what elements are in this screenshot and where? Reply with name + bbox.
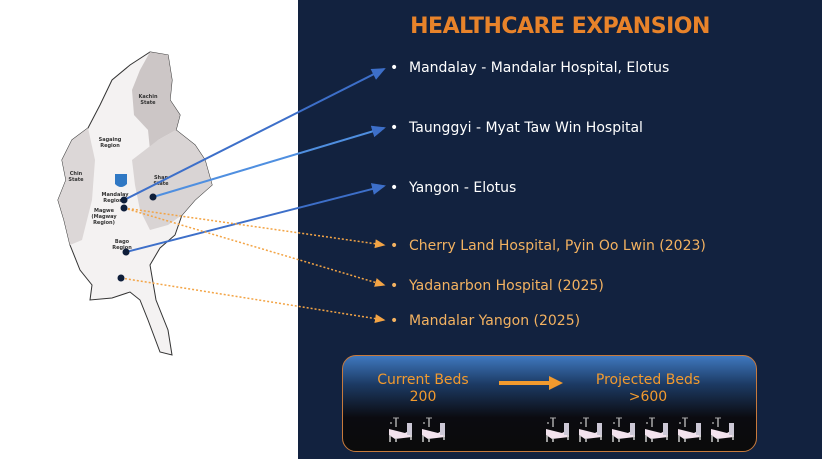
projected-bed-icons	[544, 417, 736, 443]
bullet-text: Taunggyi - Myat Taw Win Hospital	[409, 120, 643, 136]
hospital-bed-icon	[420, 417, 447, 443]
location-dot	[122, 248, 130, 256]
chin-region	[58, 128, 95, 245]
map-label-magwe-3: Region)	[93, 220, 115, 226]
arrow-mandalar-yangon	[120, 277, 386, 324]
hospital-bed-icon	[610, 417, 637, 443]
arrow-right-icon	[499, 376, 563, 390]
hospital-bed-icon	[387, 417, 414, 443]
current-bed-icons	[387, 417, 447, 443]
bullet-dot: •	[390, 238, 399, 254]
projected-beds-label: Projected Beds	[595, 372, 701, 388]
arrow-taunggyi	[152, 125, 386, 198]
company-logo	[115, 174, 127, 187]
bullet-text: Cherry Land Hospital, Pyin Oo Lwin (2023…	[409, 238, 706, 254]
location-dot	[120, 204, 128, 212]
bullet-dot: •	[390, 313, 399, 329]
map-label-mandalay-2: Region	[103, 198, 123, 204]
map-label-magwe-2: (Magway	[91, 214, 117, 220]
current-beds: Current Beds 200	[363, 372, 483, 406]
map-label-mandalay: Mandalay	[101, 192, 129, 198]
map-label-shan-2: State	[153, 181, 169, 187]
location-dot	[120, 196, 128, 204]
map-label-bago: Bago	[115, 239, 130, 245]
shan-region	[132, 130, 212, 230]
kachin-region	[132, 52, 180, 150]
current-beds-value: 200	[409, 389, 437, 405]
location-dot	[149, 193, 157, 201]
map-label-magwe: Magwe	[94, 208, 115, 214]
map-label-chin-2: State	[68, 177, 84, 183]
bullet-dot: •	[390, 278, 399, 294]
arrow-yangon	[125, 183, 386, 253]
current-beds-label: Current Beds	[377, 372, 469, 388]
projected-beds-value: >600	[628, 389, 668, 405]
hospital-bed-icon	[577, 417, 604, 443]
bullet-text: Yangon - Elotus	[409, 180, 517, 196]
map-label-shan: Shan	[154, 175, 169, 181]
slide-title: HEALTHCARE EXPANSION	[410, 14, 710, 39]
map-label-chin: Chin	[70, 171, 83, 177]
bullet-text: Mandalar Yangon (2025)	[409, 313, 581, 329]
arrow-mandalay	[123, 68, 386, 201]
hospital-bed-icon	[544, 417, 571, 443]
hospital-bed-icon	[676, 417, 703, 443]
hospital-bed-icon	[709, 417, 736, 443]
arrow-yadanarbon	[123, 207, 386, 287]
bullet-dot: •	[390, 180, 399, 196]
beds-panel: Current Beds 200 Projected Beds >600	[342, 355, 757, 452]
map-label-sagaing-2: Region	[100, 143, 120, 149]
hospital-bed-icon	[643, 417, 670, 443]
map-label-sagaing: Sagaing	[99, 137, 122, 143]
projected-beds: Projected Beds >600	[568, 372, 728, 406]
map-label-kachin-2: State	[140, 100, 156, 106]
bullet-text: Yadanarbon Hospital (2025)	[409, 278, 604, 294]
bullet-text: Mandalay - Mandalar Hospital, Elotus	[409, 60, 670, 76]
bullet-dot: •	[390, 120, 399, 136]
location-dot	[117, 274, 125, 282]
bullet-dot: •	[390, 60, 399, 76]
map-label-kachin: Kachin	[138, 94, 157, 100]
map-label-bago-2: Region	[112, 245, 132, 251]
